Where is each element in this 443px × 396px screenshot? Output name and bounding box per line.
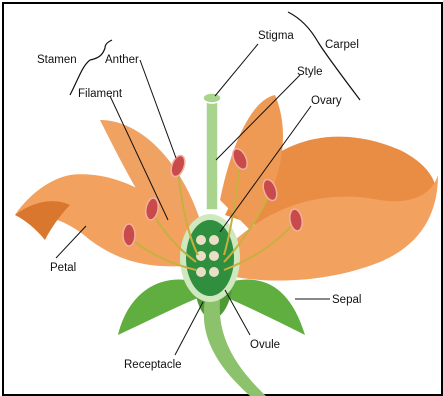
style (206, 100, 218, 210)
label-style: Style (297, 66, 323, 78)
stigma (203, 93, 221, 103)
label-sepal: Sepal (332, 294, 361, 306)
label-ovule: Ovule (250, 339, 280, 351)
carpel-bracket (288, 12, 360, 100)
label-ovary: Ovary (311, 95, 342, 107)
label-filament: Filament (78, 88, 123, 100)
label-receptacle: Receptacle (124, 359, 182, 371)
label-carpel: Carpel (325, 39, 359, 51)
label-anther: Anther (105, 54, 139, 66)
label-petal: Petal (50, 262, 76, 274)
label-stigma: Stigma (258, 30, 294, 42)
label-stamen: Stamen (37, 54, 77, 66)
sepal-right (220, 279, 305, 335)
